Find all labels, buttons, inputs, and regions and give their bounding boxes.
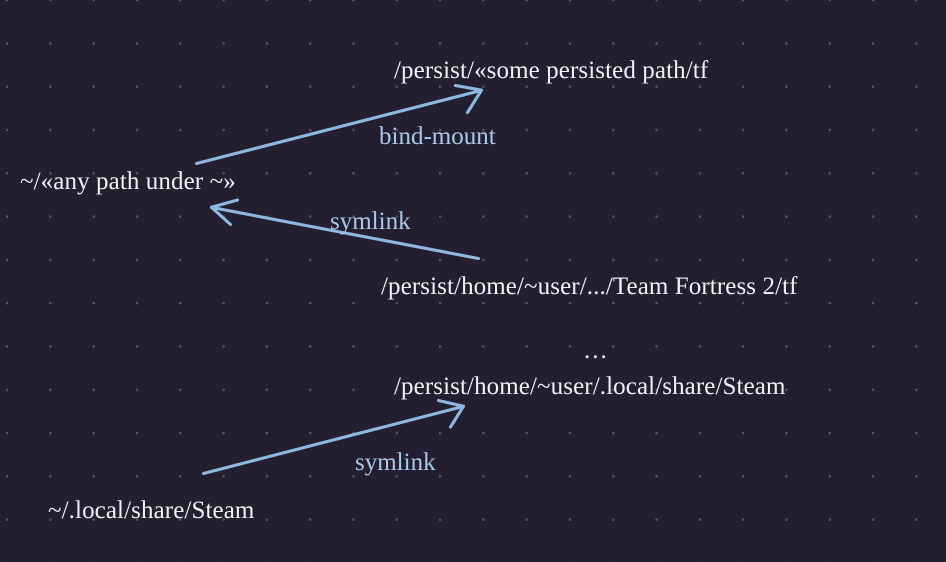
symlink-steam-arrow-head [436,398,466,429]
node-persist-some-path-tf: /persist/«some persisted path/tf [394,57,709,84]
node-persist-home-steam: /persist/home/~user/.local/share/Steam [394,373,786,400]
edge-label-symlink-tf: symlink [330,208,411,235]
edge-label-bind-mount: bind-mount [379,123,496,150]
node-home-any-path: ~/«any path under ~» [20,168,236,195]
ellipsis-marker: ... [584,337,609,364]
node-home-local-share-steam: ~/.local/share/Steam [48,497,255,524]
edge-label-symlink-steam: symlink [355,449,436,476]
node-persist-home-team-fortress-tf: /persist/home/~user/.../Team Fortress 2/… [381,273,798,300]
bind-mount-arrow-head [453,83,484,115]
symlink-tf-arrow-head [209,198,240,227]
